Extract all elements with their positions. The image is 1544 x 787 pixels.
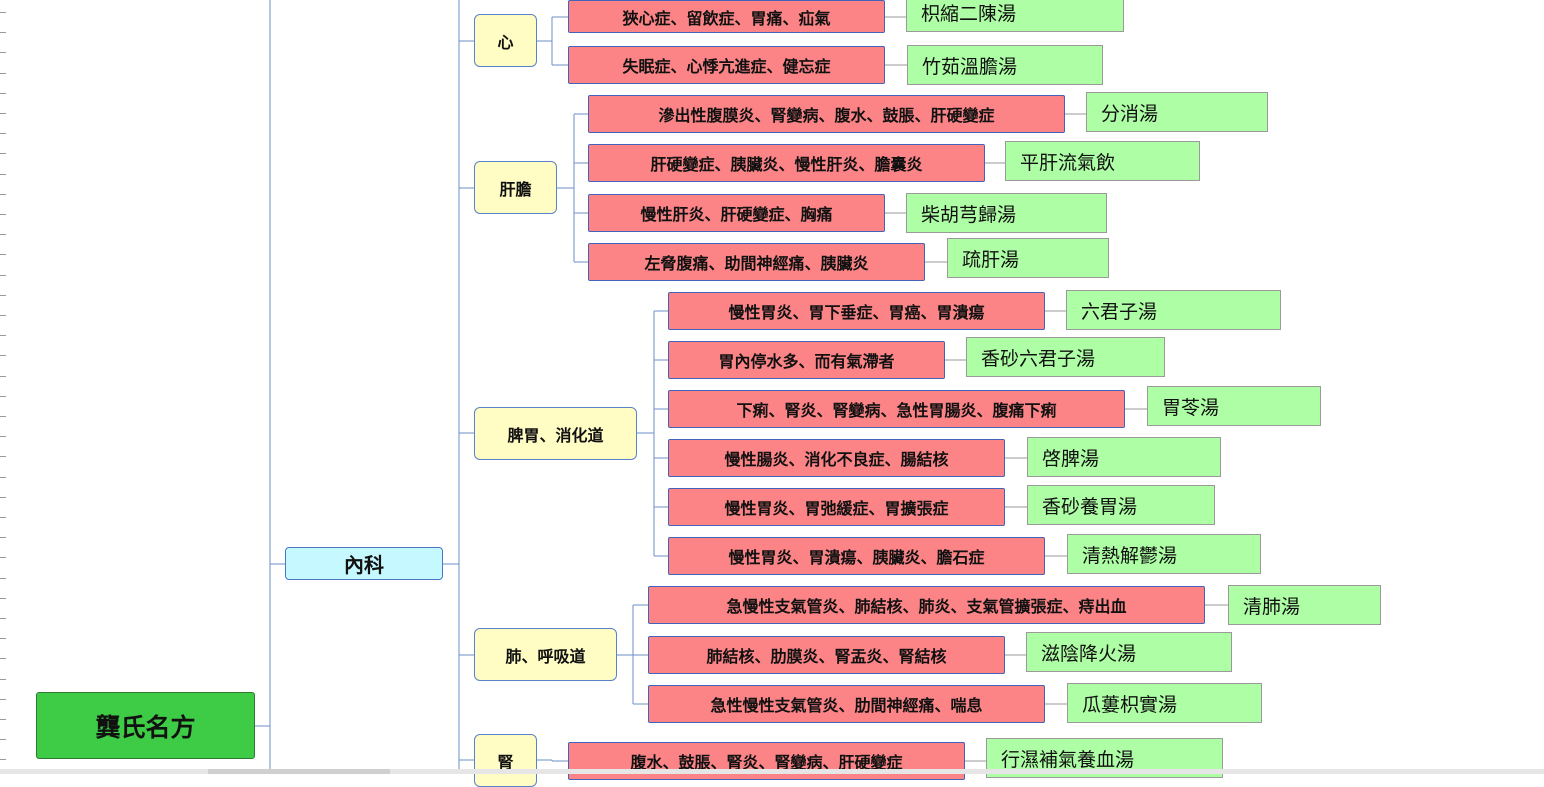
category-spleen-stomach[interactable]: 脾胃、消化道 (474, 407, 637, 460)
condition-node[interactable]: 肝硬變症、胰臟炎、慢性肝炎、膽囊炎 (588, 144, 985, 182)
category-kidney[interactable]: 腎 (474, 734, 537, 787)
condition-node[interactable]: 滲出性腹膜炎、腎變病、腹水、鼓脹、肝硬變症 (588, 95, 1065, 133)
condition-node[interactable]: 慢性胃炎、胃下垂症、胃癌、胃潰瘍 (668, 292, 1045, 330)
formula-node[interactable]: 清肺湯 (1228, 585, 1381, 625)
root-node[interactable]: 龔氏名方 (36, 692, 255, 759)
row-ruler (0, 0, 8, 770)
condition-node[interactable]: 慢性腸炎、消化不良症、腸結核 (668, 439, 1005, 477)
formula-node[interactable]: 分消湯 (1086, 92, 1268, 132)
main-branch-internal-medicine[interactable]: 內科 (285, 547, 443, 580)
condition-node[interactable]: 下痢、腎炎、腎變病、急性胃腸炎、腹痛下痢 (668, 390, 1125, 428)
formula-node[interactable]: 香砂六君子湯 (966, 337, 1165, 377)
condition-node[interactable]: 急性慢性支氣管炎、肋間神經痛、喘息 (648, 685, 1045, 723)
condition-node[interactable]: 急慢性支氣管炎、肺結核、肺炎、支氣管擴張症、痔出血 (648, 586, 1205, 624)
formula-node[interactable]: 平肝流氣飲 (1005, 141, 1200, 181)
category-heart[interactable]: 心 (474, 14, 537, 67)
condition-node[interactable]: 肺結核、肋膜炎、腎盂炎、腎結核 (648, 636, 1005, 674)
formula-node[interactable]: 竹茹溫膽湯 (907, 45, 1103, 85)
formula-node[interactable]: 香砂養胃湯 (1027, 485, 1215, 525)
formula-node[interactable]: 瓜蔞枳實湯 (1067, 683, 1262, 723)
condition-node[interactable]: 狹心症、留飲症、胃痛、疝氣 (568, 0, 885, 33)
condition-node[interactable]: 左脅腹痛、助間神經痛、胰臟炎 (588, 243, 925, 281)
condition-node[interactable]: 慢性肝炎、肝硬變症、胸痛 (588, 194, 885, 232)
category-liver-gallbladder[interactable]: 肝膽 (474, 161, 557, 214)
formula-node[interactable]: 疏肝湯 (947, 238, 1109, 278)
formula-node[interactable]: 滋陰降火湯 (1026, 632, 1232, 672)
condition-node[interactable]: 腹水、鼓脹、腎炎、腎變病、肝硬變症 (568, 742, 965, 780)
formula-node[interactable]: 啓脾湯 (1027, 437, 1221, 477)
formula-node[interactable]: 清熱解鬱湯 (1067, 534, 1261, 574)
formula-node[interactable]: 六君子湯 (1066, 290, 1281, 330)
condition-node[interactable]: 慢性胃炎、胃弛緩症、胃擴張症 (668, 488, 1005, 526)
horizontal-scrollbar[interactable] (0, 769, 1544, 774)
scrollbar-thumb[interactable] (208, 769, 390, 774)
category-lung-respiratory[interactable]: 肺、呼吸道 (474, 628, 617, 681)
formula-node[interactable]: 枳縮二陳湯 (906, 0, 1124, 32)
condition-node[interactable]: 失眠症、心悸亢進症、健忘症 (568, 46, 885, 84)
formula-node[interactable]: 胃苓湯 (1147, 386, 1321, 426)
condition-node[interactable]: 慢性胃炎、胃潰瘍、胰臟炎、膽石症 (668, 537, 1045, 575)
formula-node[interactable]: 柴胡芎歸湯 (906, 193, 1107, 233)
condition-node[interactable]: 胃內停水多、而有氣滯者 (668, 341, 945, 379)
